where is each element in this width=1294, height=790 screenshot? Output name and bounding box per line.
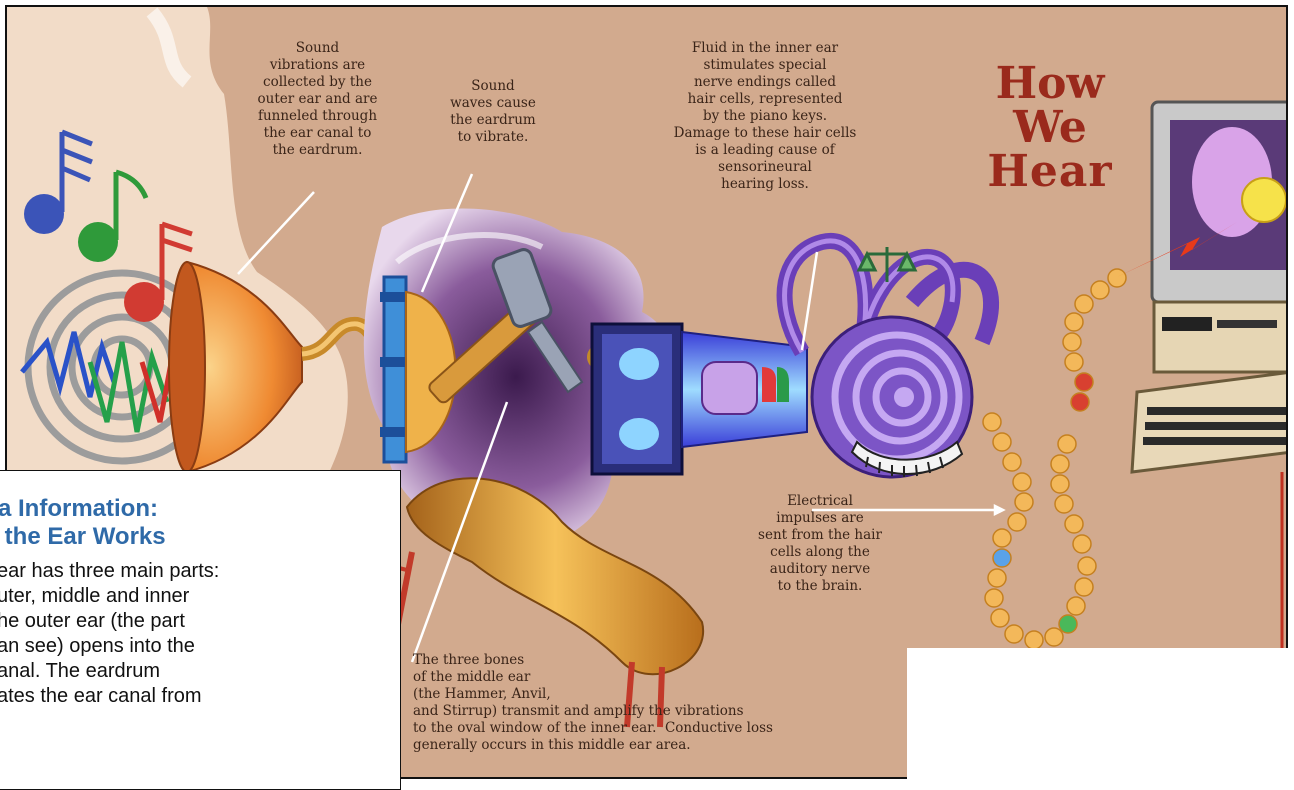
caption-middle-ear-bones: The three bones of the middle ear (the H… <box>413 652 913 754</box>
info-box: a Information: the Ear Works ear has thr… <box>0 470 401 790</box>
caption-outer-ear: Sound vibrations are collected by the ou… <box>230 40 405 159</box>
info-box-title: a Information: the Ear Works <box>0 495 401 551</box>
caption-electrical-impulses: Electrical impulses are sent from the ha… <box>730 493 910 595</box>
oval-window-box <box>592 324 682 474</box>
title-line-1: How We <box>996 58 1105 153</box>
info-box-body: ear has three main parts: uter, middle a… <box>0 559 401 709</box>
nerve-bead-chain <box>983 269 1126 649</box>
title-line-2: Hear <box>960 150 1140 194</box>
diagram-title: How We Hear <box>960 62 1140 194</box>
caption-inner-ear: Fluid in the inner ear stimulates specia… <box>640 40 890 193</box>
caption-eardrum: Sound waves cause the eardrum to vibrate… <box>428 78 558 146</box>
blank-area <box>907 648 1288 784</box>
computer <box>1132 102 1288 472</box>
